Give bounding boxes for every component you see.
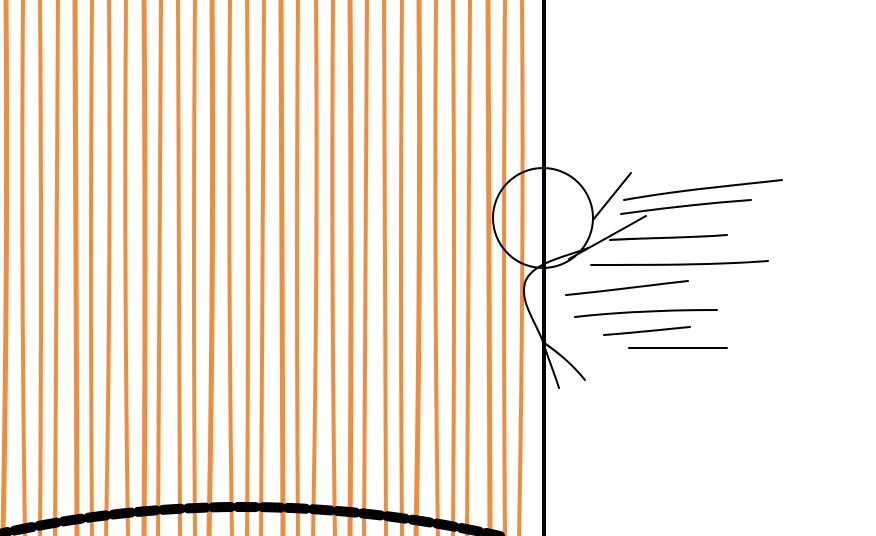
orange-stripe: [156, 0, 163, 536]
orange-stripe: [259, 0, 266, 536]
orange-vertical-stripes: [0, 0, 525, 536]
orange-stripe: [465, 0, 472, 536]
orange-stripe: [413, 0, 423, 536]
stick-figure-torso: [522, 247, 589, 343]
orange-stripe: [245, 0, 250, 536]
orange-stripe: [72, 0, 80, 536]
speed-line: [565, 280, 689, 296]
orange-stripe: [311, 0, 319, 536]
orange-stripe: [517, 0, 525, 536]
orange-stripe: [347, 0, 354, 536]
orange-stripe: [502, 0, 507, 536]
orange-stripe: [330, 0, 337, 536]
orange-stripe: [362, 0, 369, 536]
orange-stripe: [104, 0, 112, 536]
stick-figure-arm-lower: [568, 215, 647, 260]
orange-stripe: [38, 0, 43, 536]
orange-stripe: [123, 0, 130, 536]
speed-line: [603, 326, 691, 336]
speed-line: [590, 260, 769, 266]
orange-stripe: [0, 0, 10, 536]
orange-stripe: [295, 0, 300, 536]
speed-lines: [565, 179, 783, 349]
arc-black-dashed: [0, 502, 505, 536]
speed-line: [609, 234, 728, 241]
speed-line: [574, 309, 718, 318]
orange-stripe: [53, 0, 60, 536]
orange-stripe: [192, 0, 197, 536]
stick-figure-arm-upper: [592, 172, 632, 221]
orange-stripe: [382, 0, 388, 536]
orange-stripe: [89, 0, 94, 536]
orange-stripe: [399, 0, 404, 536]
stick-figure-leg-right: [542, 341, 586, 381]
orange-stripe: [433, 0, 440, 536]
orange-stripe: [485, 0, 493, 536]
stick-figure-head: [492, 167, 594, 269]
orange-stripe: [278, 0, 286, 536]
orange-stripe: [141, 0, 148, 536]
orange-stripe: [227, 0, 234, 536]
speed-line: [623, 179, 783, 201]
orange-stripe: [20, 0, 27, 536]
orange-stripe: [451, 0, 456, 536]
orange-stripe: [176, 0, 182, 536]
orange-stripe: [206, 0, 216, 536]
speed-line: [620, 199, 752, 215]
stick-figure-leg-left: [542, 341, 560, 389]
